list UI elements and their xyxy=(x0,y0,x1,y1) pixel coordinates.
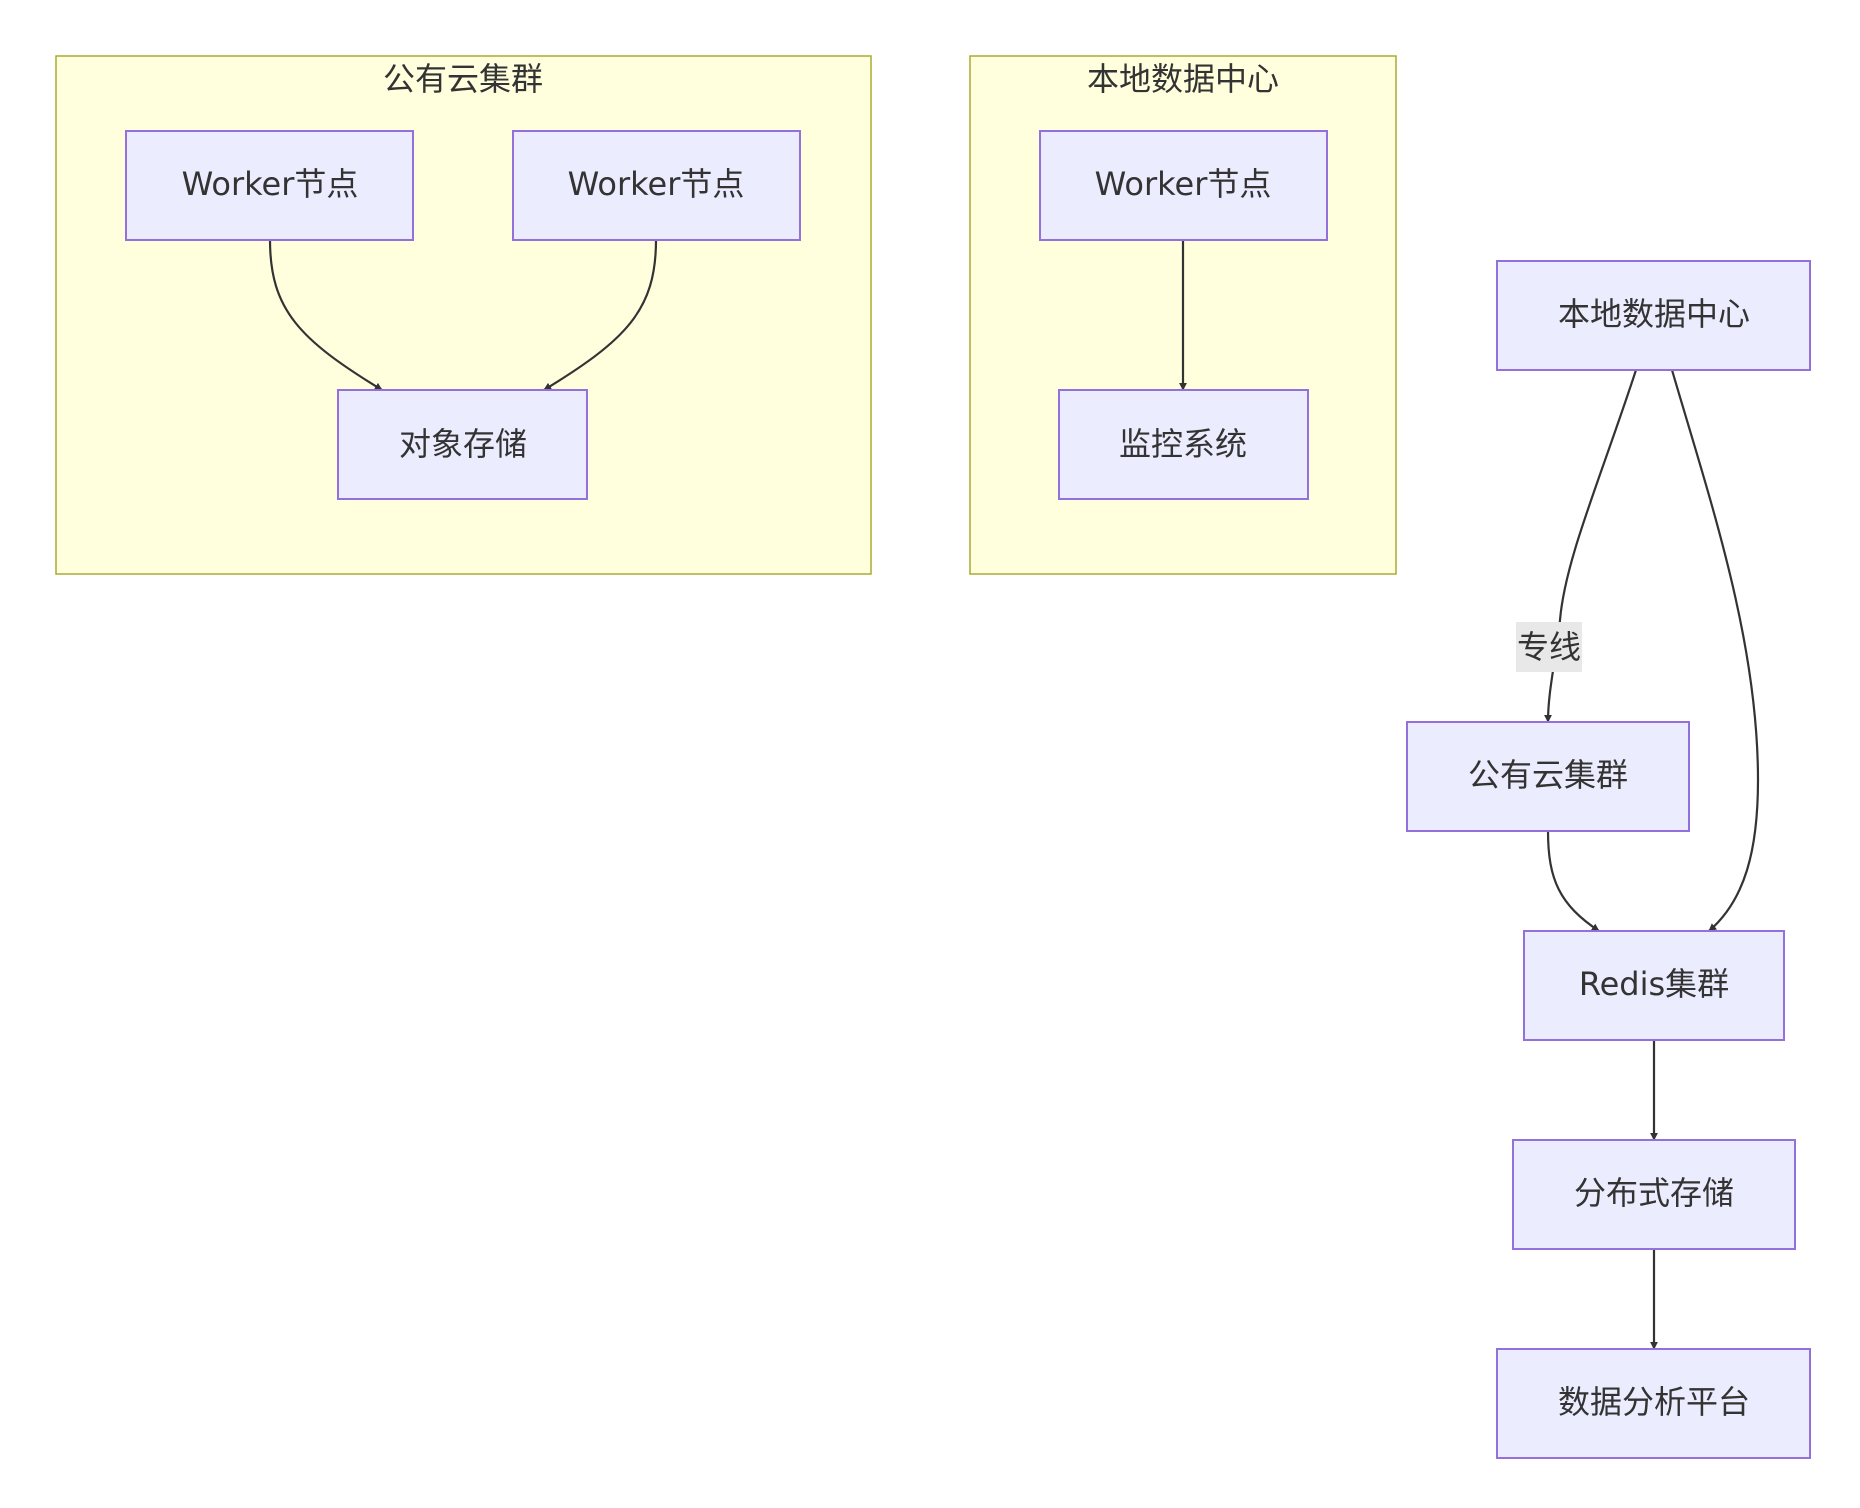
node-public-cloud[interactable]: 公有云集群 xyxy=(1406,721,1690,832)
node-worker-1-label: Worker节点 xyxy=(182,165,359,203)
node-local-dc[interactable]: 本地数据中心 xyxy=(1496,260,1811,371)
node-distributed-storage[interactable]: 分布式存储 xyxy=(1512,1139,1796,1250)
node-distributed-storage-box[interactable] xyxy=(1512,1139,1796,1250)
edge-public-cloud-to-redis xyxy=(1546,830,1600,932)
edges xyxy=(268,239,1760,1350)
node-monitoring-label: 监控系统 xyxy=(1119,425,1247,463)
node-object-storage[interactable]: 对象存储 xyxy=(337,389,588,500)
node-object-storage-label: 对象存储 xyxy=(399,425,527,463)
node-worker-1[interactable]: Worker节点 xyxy=(125,130,414,241)
node-monitoring[interactable]: 监控系统 xyxy=(1058,389,1309,500)
node-analytics-platform[interactable]: 数据分析平台 xyxy=(1496,1348,1811,1459)
node-analytics-platform-label: 数据分析平台 xyxy=(1558,1383,1750,1421)
edge-label-dedicated-line: 专线 xyxy=(1516,622,1582,672)
node-public-cloud-box[interactable] xyxy=(1406,721,1690,832)
node-worker-3[interactable]: Worker节点 xyxy=(1039,130,1328,241)
node-redis-cluster-box[interactable] xyxy=(1523,930,1785,1041)
node-worker-1-box[interactable] xyxy=(125,130,414,241)
node-object-storage-box[interactable] xyxy=(337,389,588,500)
node-worker-3-label: Worker节点 xyxy=(1095,165,1272,203)
node-local-dc-box[interactable] xyxy=(1496,260,1811,371)
node-analytics-platform-box[interactable] xyxy=(1496,1348,1811,1459)
edge-label-text: 专线 xyxy=(1517,628,1581,666)
node-worker-3-box[interactable] xyxy=(1039,130,1328,241)
node-worker-2[interactable]: Worker节点 xyxy=(512,130,801,241)
node-monitoring-box[interactable] xyxy=(1058,389,1309,500)
node-public-cloud-label: 公有云集群 xyxy=(1468,756,1628,794)
edge-local-dc-to-redis xyxy=(1670,369,1760,932)
node-worker-2-box[interactable] xyxy=(512,130,801,241)
edge-local-dc-to-public-cloud xyxy=(1544,369,1638,723)
node-worker-2-label: Worker节点 xyxy=(568,165,745,203)
edge-worker2-to-object-storage xyxy=(543,239,658,391)
node-distributed-storage-label: 分布式存储 xyxy=(1574,1174,1734,1212)
node-redis-cluster-label: Redis集群 xyxy=(1579,965,1729,1003)
edge-label-background xyxy=(1516,622,1582,672)
cluster-public-cloud-title: 公有云集群 xyxy=(383,60,543,98)
edge-worker1-to-object-storage xyxy=(268,239,383,391)
cluster-local-dc-title: 本地数据中心 xyxy=(1087,60,1279,98)
node-local-dc-label: 本地数据中心 xyxy=(1558,295,1750,333)
node-redis-cluster[interactable]: Redis集群 xyxy=(1523,930,1785,1041)
